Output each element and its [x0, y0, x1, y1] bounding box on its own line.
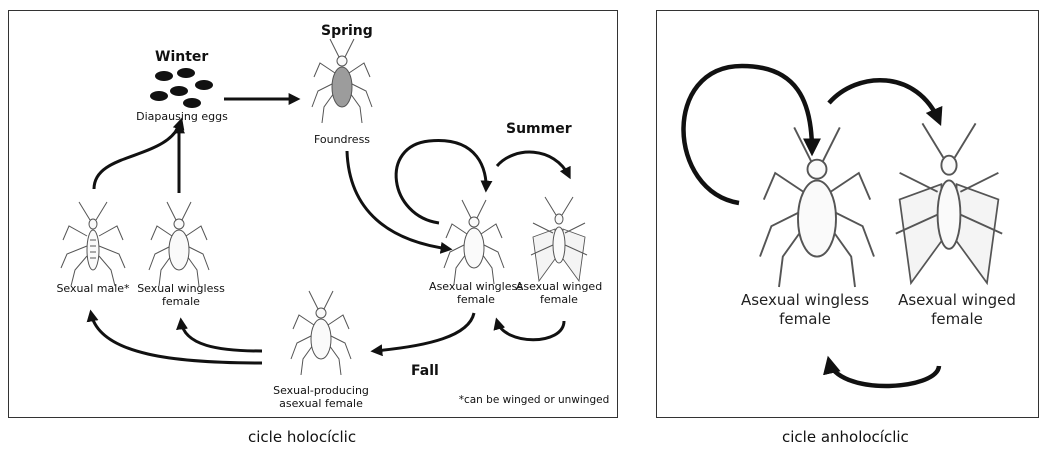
- arrow-to-sexual-female: [181, 321, 262, 351]
- label-sexual-producing-female: Sexual-producing asexual female: [261, 384, 381, 410]
- asexual-wingless-female-large-icon: [760, 127, 874, 287]
- holocyclic-panel: Winter Spring Summer Fall Diapausing egg…: [8, 10, 618, 418]
- asexual-winged-female-large-icon: [896, 123, 1002, 283]
- arrow-winged-to-wingless-large: [829, 361, 939, 386]
- label-asexual-winged-female: Asexual winged female: [509, 280, 609, 306]
- label-asexual-winged-female-large: Asexual winged female: [887, 291, 1027, 329]
- label-sexual-wingless-female: Sexual wingless female: [131, 282, 231, 308]
- foundress-icon: [312, 39, 372, 123]
- anholocyclic-panel: Asexual wingless female Asexual winged f…: [656, 10, 1039, 418]
- asexual-winged-female-icon: [531, 197, 587, 281]
- season-summer: Summer: [506, 121, 572, 137]
- caption-anholocyclic: cicle anholocíclic: [782, 428, 909, 446]
- arrow-wingless-loop-large: [683, 66, 812, 203]
- label-sexual-male: Sexual male*: [43, 282, 143, 295]
- holocyclic-diagram: [9, 11, 619, 419]
- caption-holocyclic: cicle holocíclic: [248, 428, 356, 446]
- arrow-male-to-eggs: [94, 121, 181, 189]
- sexual-producing-female-icon: [291, 291, 351, 375]
- arrow-wingless-to-sexual-producing: [374, 313, 474, 351]
- season-fall: Fall: [411, 363, 439, 379]
- label-asexual-wingless-female-large: Asexual wingless female: [735, 291, 875, 329]
- arrow-wingless-loop: [396, 141, 486, 223]
- anholocyclic-diagram: [657, 11, 1040, 419]
- arrow-wingless-to-winged-large: [829, 80, 939, 121]
- season-winter: Winter: [155, 49, 208, 65]
- label-foundress: Foundress: [302, 133, 382, 146]
- sexual-wingless-female-icon: [149, 202, 209, 286]
- asexual-wingless-female-icon: [444, 200, 504, 284]
- arrow-to-sexual-male: [91, 313, 262, 363]
- diapausing-eggs-icon: [150, 68, 213, 108]
- footnote: *can be winged or unwinged: [449, 394, 619, 407]
- sexual-male-icon: [61, 202, 125, 286]
- arrow-wingless-to-winged: [497, 152, 569, 176]
- label-diapausing-eggs: Diapausing eggs: [127, 110, 237, 123]
- season-spring: Spring: [321, 23, 373, 39]
- arrow-winged-to-wingless: [497, 321, 564, 340]
